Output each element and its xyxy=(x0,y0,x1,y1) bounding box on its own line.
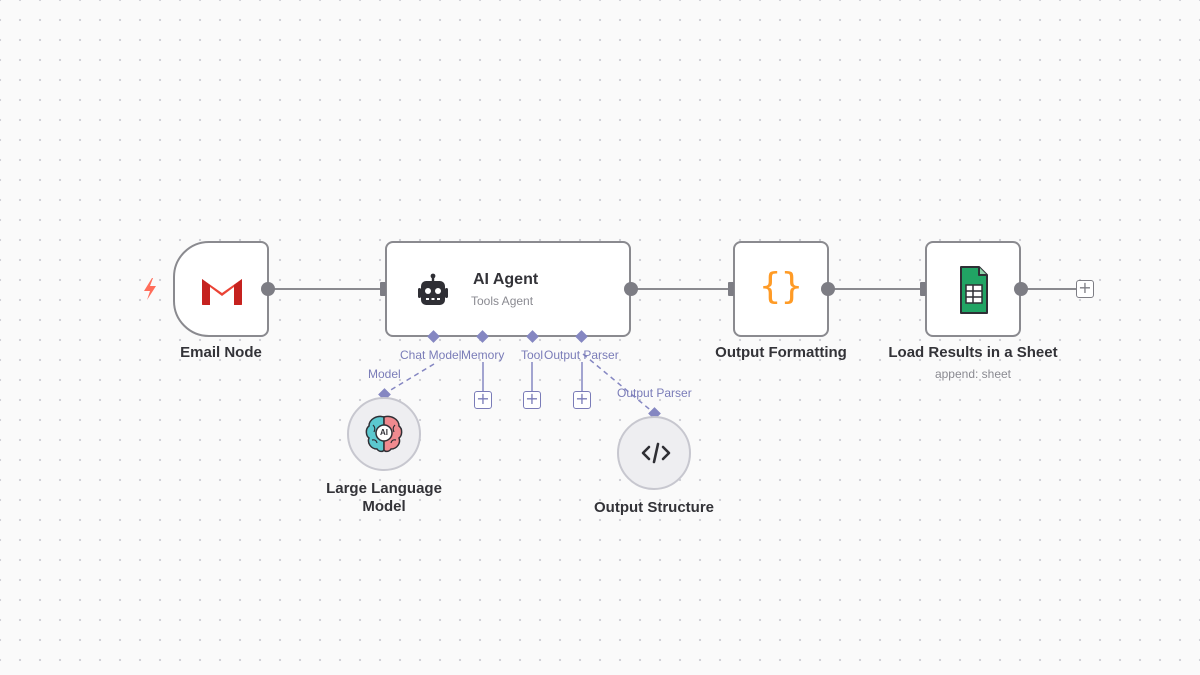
llm-node-label-line1: Large Language xyxy=(326,480,442,497)
email-output-handle[interactable] xyxy=(261,282,275,296)
ai-agent-output-handle[interactable] xyxy=(624,282,638,296)
model-connection-label: Model xyxy=(368,367,401,381)
output-formatting-input-handle[interactable] xyxy=(728,282,734,296)
output-formatting-node[interactable]: {} xyxy=(733,241,829,337)
tool-port-label: Tool xyxy=(521,348,544,362)
wire-chat-model-to-llm[interactable] xyxy=(383,363,435,395)
add-tool-button[interactable]: + xyxy=(523,391,541,409)
sheet-node[interactable] xyxy=(925,241,1021,337)
llm-node-label: Large Language Model xyxy=(314,480,454,516)
ai-agent-title: AI Agent xyxy=(473,271,539,288)
output-parser-connection-label: Output Parser xyxy=(617,386,692,400)
wire-output-parser-to-structure[interactable] xyxy=(582,353,655,414)
output-formatting-label: Output Formatting xyxy=(715,344,847,361)
email-node-label: Email Node xyxy=(180,344,262,361)
add-next-node-button[interactable]: + xyxy=(1076,280,1094,298)
ai-agent-input-handle[interactable] xyxy=(380,282,386,296)
llm-node-label-line2: Model xyxy=(362,498,406,515)
add-output-parser-button[interactable]: + xyxy=(573,391,591,409)
ai-agent-node[interactable]: AI Agent Tools Agent xyxy=(385,241,631,337)
chat-model-port-label: Chat Model xyxy=(400,348,462,362)
sheet-output-handle[interactable] xyxy=(1014,282,1028,296)
output-structure-node[interactable] xyxy=(617,416,691,490)
llm-node[interactable]: AI xyxy=(347,397,421,471)
add-memory-button[interactable]: + xyxy=(474,391,492,409)
google-sheets-icon xyxy=(960,266,988,314)
memory-port-label: Memory xyxy=(461,348,505,362)
curly-braces-icon: {} xyxy=(759,266,803,307)
email-node[interactable] xyxy=(173,241,269,337)
ai-agent-subtitle: Tools Agent xyxy=(471,294,534,308)
gmail-icon xyxy=(202,279,242,305)
brain-icon xyxy=(365,415,403,453)
code-icon xyxy=(641,442,671,464)
robot-icon xyxy=(418,273,448,305)
output-formatting-output-handle[interactable] xyxy=(821,282,835,296)
lightning-bolt-icon xyxy=(144,278,156,300)
output-structure-label: Output Structure xyxy=(594,499,714,516)
sheet-node-subtitle: append: sheet xyxy=(934,367,1012,381)
sheet-node-label: Load Results in a Sheet xyxy=(888,344,1058,361)
llm-ai-badge: AI xyxy=(380,428,388,437)
output-parser-port-label: Output Parser xyxy=(544,348,619,362)
sheet-input-handle[interactable] xyxy=(920,282,926,296)
